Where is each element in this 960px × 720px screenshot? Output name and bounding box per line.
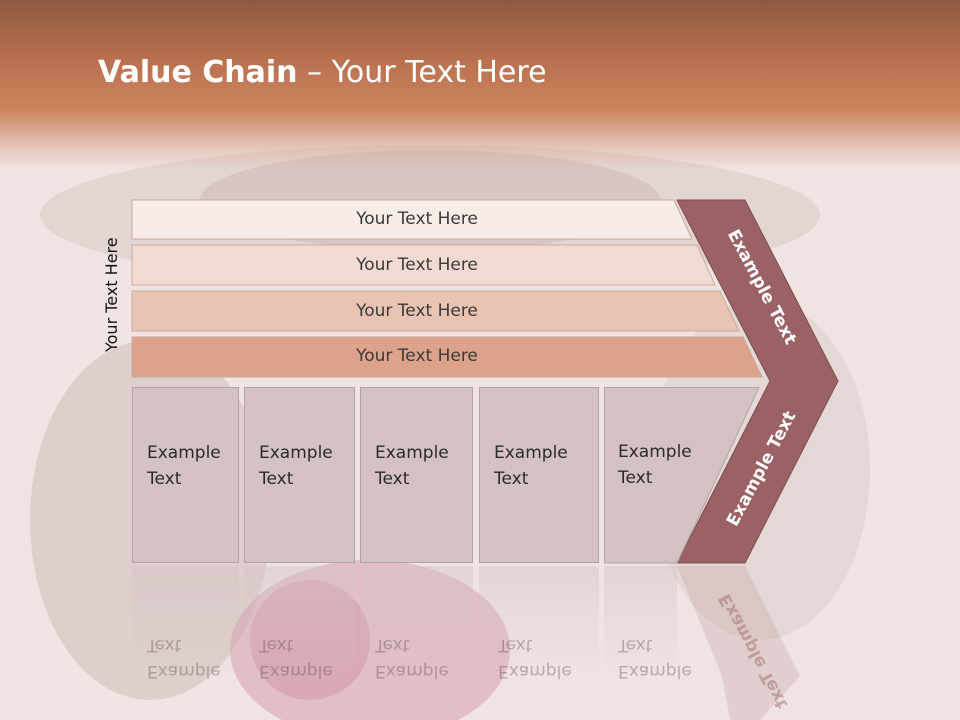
row-bar-4 <box>131 336 763 378</box>
chevron-reflection <box>677 566 800 720</box>
cell-2-line1: Example <box>259 443 333 463</box>
title-rest: – Your Text Here <box>297 55 547 90</box>
cell-2: Example Text <box>244 387 355 563</box>
row-bar-3 <box>131 290 740 332</box>
header-band <box>0 0 960 170</box>
cell-1-line1: Example <box>147 443 221 463</box>
row-bar-2 <box>131 244 716 286</box>
cell-2-reflection <box>244 566 355 676</box>
cell-1: Example Text <box>132 387 239 563</box>
cell-4-reflection <box>479 566 599 676</box>
cell-3: Example Text <box>360 387 473 563</box>
slide-title: Value Chain – Your Text Here <box>98 55 547 90</box>
cell-5: Example Text <box>604 387 714 563</box>
cell-2-line2: Text <box>259 469 294 489</box>
cell-3-line2: Text <box>375 469 410 489</box>
chevron-shape <box>676 199 839 564</box>
row-label-2: Your Text Here <box>356 255 478 275</box>
cell-1-line2: Text <box>147 469 182 489</box>
cell-4: Example Text <box>479 387 599 563</box>
row-bar-1 <box>131 199 693 240</box>
cell-3-reflection <box>360 566 473 676</box>
row-label-1: Your Text Here <box>356 209 478 229</box>
title-bold: Value Chain <box>98 55 298 90</box>
cell-4-line2: Text <box>494 469 529 489</box>
cell-5-line1: Example <box>618 442 692 462</box>
cell-3-line1: Example <box>375 443 449 463</box>
row-label-4: Your Text Here <box>356 346 478 366</box>
row-label-3: Your Text Here <box>356 301 478 321</box>
cell-1-reflection <box>132 566 239 676</box>
cell-5-shape <box>604 387 760 564</box>
cell-5-line2: Text <box>618 468 653 488</box>
cell-5-reflection <box>604 566 677 676</box>
cell-4-line1: Example <box>494 443 568 463</box>
